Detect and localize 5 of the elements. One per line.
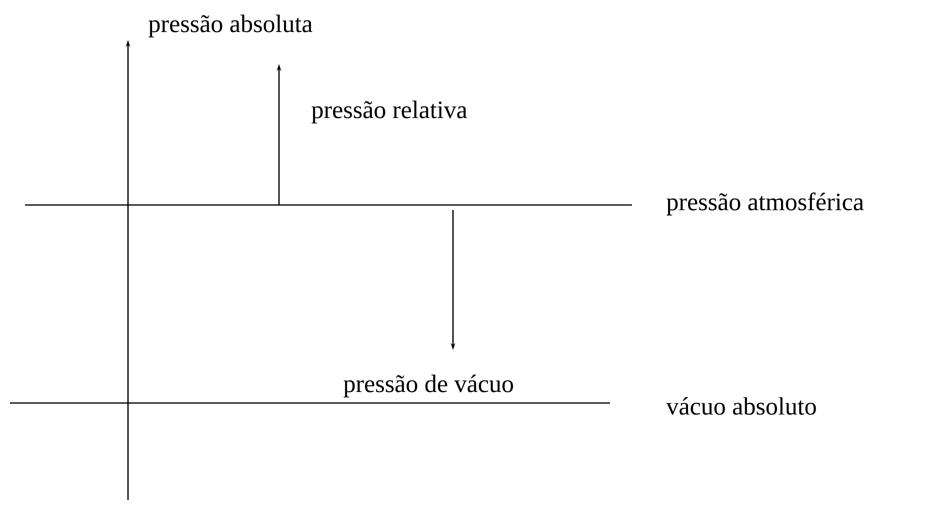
- line-label: pressão atmosférica: [666, 192, 864, 216]
- line-label: vácuo absoluto: [666, 397, 816, 415]
- arrow-label: pressão de vácuo: [344, 374, 514, 398]
- arrow-label: pressão relativa: [312, 100, 468, 124]
- axis-label: pressão absoluta: [148, 14, 312, 38]
